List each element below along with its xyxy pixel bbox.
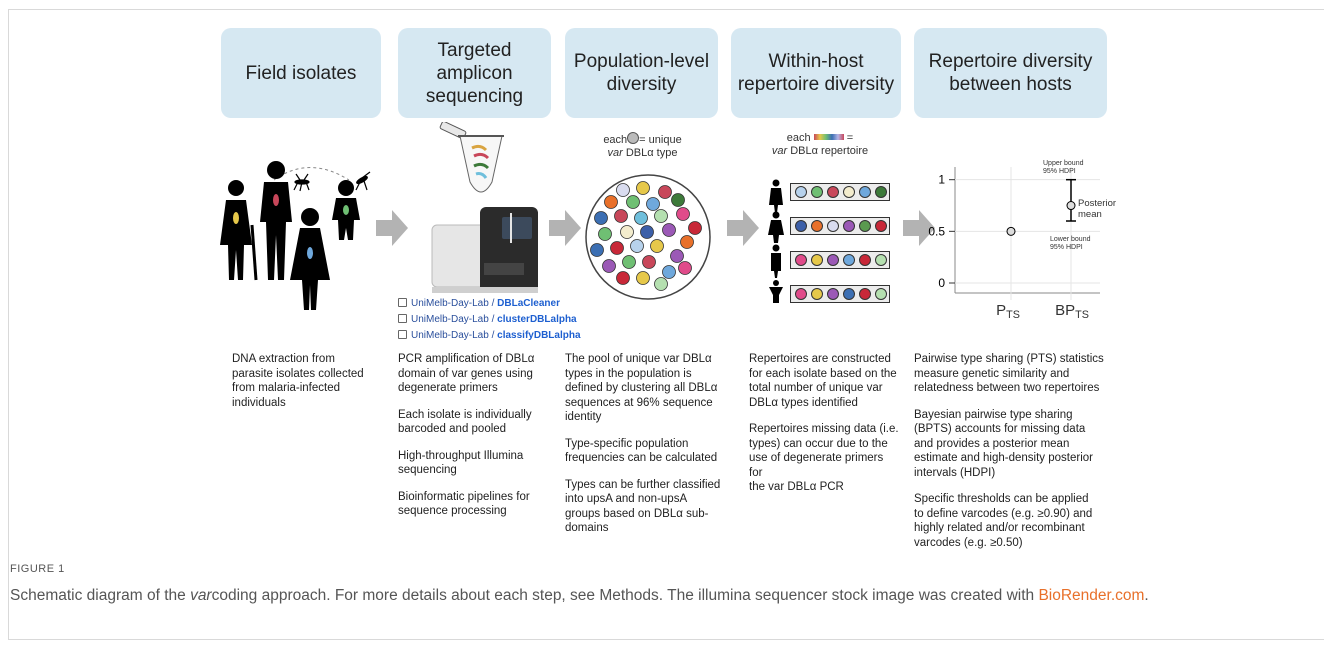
circle-icon bbox=[627, 132, 640, 144]
repo-link-clusterdblalpha[interactable]: UniMelb-Day-Lab / clusterDBLalpha bbox=[398, 314, 577, 325]
var-type-dot bbox=[671, 193, 685, 207]
var-type-dot bbox=[630, 239, 644, 253]
frame-top-border bbox=[8, 9, 1324, 10]
desc-field-isolates: DNA extraction from parasite isolates co… bbox=[232, 353, 364, 409]
data-point bbox=[1066, 201, 1076, 211]
repertoire-legend: each = var DBLα repertoire bbox=[771, 132, 869, 157]
figure-caption: Schematic diagram of the varcoding appro… bbox=[10, 587, 1149, 604]
var-type-dot bbox=[654, 277, 668, 291]
var-type-dot bbox=[634, 211, 648, 225]
github-icon bbox=[398, 314, 407, 323]
population-pool bbox=[585, 174, 711, 300]
frame-bottom-border bbox=[8, 639, 1324, 640]
var-type-dot bbox=[688, 221, 702, 235]
repertoire-row bbox=[790, 183, 890, 201]
var-type-dot bbox=[622, 255, 636, 269]
desc-within-host: Repertoires are constructed for each iso… bbox=[749, 353, 899, 493]
header-between-hosts: Repertoire diversity between hosts bbox=[914, 28, 1107, 118]
var-type-dot bbox=[616, 271, 630, 285]
repertoire-bar-icon bbox=[813, 134, 844, 140]
header-within-host: Within-host repertoire diversity bbox=[731, 28, 901, 118]
var-type-dot bbox=[662, 223, 676, 237]
header-population-diversity: Population-level diversity bbox=[565, 28, 718, 118]
repertoire-row bbox=[790, 217, 890, 235]
desc-between-hosts: Pairwise type sharing (PTS) statistics m… bbox=[914, 353, 1104, 549]
repertoire-row bbox=[790, 285, 890, 303]
y-tick-label: 0.5 bbox=[928, 224, 945, 238]
person-icon bbox=[768, 179, 784, 303]
repo-link-classifydblalpha[interactable]: UniMelb-Day-Lab / classifyDBLalpha bbox=[398, 330, 581, 341]
var-type-dot bbox=[614, 209, 628, 223]
var-type-dot bbox=[680, 235, 694, 249]
frame-left-border bbox=[8, 9, 9, 640]
var-type-dot bbox=[636, 181, 650, 195]
arrow-right-icon bbox=[549, 210, 581, 246]
y-tick-label: 0 bbox=[938, 276, 945, 290]
var-type-dot bbox=[654, 209, 668, 223]
arrow-right-icon bbox=[727, 210, 759, 246]
var-type-dot bbox=[620, 225, 634, 239]
var-type-dot bbox=[636, 271, 650, 285]
y-tick-label: 1 bbox=[938, 173, 945, 187]
figure-label: FIGURE 1 bbox=[10, 563, 65, 575]
var-type-dot bbox=[640, 225, 654, 239]
repertoire-row bbox=[790, 251, 890, 269]
var-type-dot bbox=[594, 211, 608, 225]
population-legend: each= unique var DBLα type bbox=[603, 132, 682, 159]
tube-icon bbox=[439, 122, 504, 193]
var-type-dot bbox=[662, 265, 676, 279]
var-type-dot bbox=[676, 207, 690, 221]
var-type-dot bbox=[650, 239, 664, 253]
github-icon bbox=[398, 298, 407, 307]
var-type-dot bbox=[602, 259, 616, 273]
x-label-bpts: BPTS bbox=[1055, 302, 1089, 321]
repo-link-dblacleaner[interactable]: UniMelb-Day-Lab / DBLaCleaner bbox=[398, 298, 560, 309]
sequencer-icon bbox=[431, 207, 538, 293]
posterior-mean-label: Posterior mean bbox=[1078, 198, 1117, 220]
var-type-dot bbox=[642, 255, 656, 269]
upper-bound-label: Upper bound 95% HDPI bbox=[1043, 160, 1084, 175]
people-icon bbox=[220, 161, 371, 310]
var-type-dot bbox=[658, 185, 672, 199]
arrow-right-icon bbox=[376, 210, 408, 246]
github-icon bbox=[398, 330, 407, 339]
mosquito-icon bbox=[293, 171, 371, 192]
header-amplicon-sequencing: Targeted amplicon sequencing bbox=[398, 28, 551, 118]
var-type-dot bbox=[616, 183, 630, 197]
x-label-pts: PTS bbox=[996, 302, 1020, 321]
var-type-dot bbox=[678, 261, 692, 275]
desc-amplicon: PCR amplification of DBLα domain of var … bbox=[398, 353, 535, 517]
bpts-plot: 10.50 bbox=[928, 167, 1100, 300]
header-field-isolates: Field isolates bbox=[221, 28, 381, 118]
var-type-dot bbox=[610, 241, 624, 255]
desc-population: The pool of unique var DBLα types in the… bbox=[565, 353, 721, 534]
var-type-dot bbox=[646, 197, 660, 211]
arrow-right-icon bbox=[903, 210, 935, 246]
biorender-link[interactable]: BioRender.com bbox=[1038, 587, 1145, 604]
lower-bound-label: Lower bound 95% HDPI bbox=[1050, 236, 1091, 251]
var-type-dot bbox=[604, 195, 618, 209]
var-type-dot bbox=[670, 249, 684, 263]
var-type-dot bbox=[590, 243, 604, 257]
data-point bbox=[1006, 226, 1016, 236]
var-type-dot bbox=[598, 227, 612, 241]
var-type-dot bbox=[626, 195, 640, 209]
